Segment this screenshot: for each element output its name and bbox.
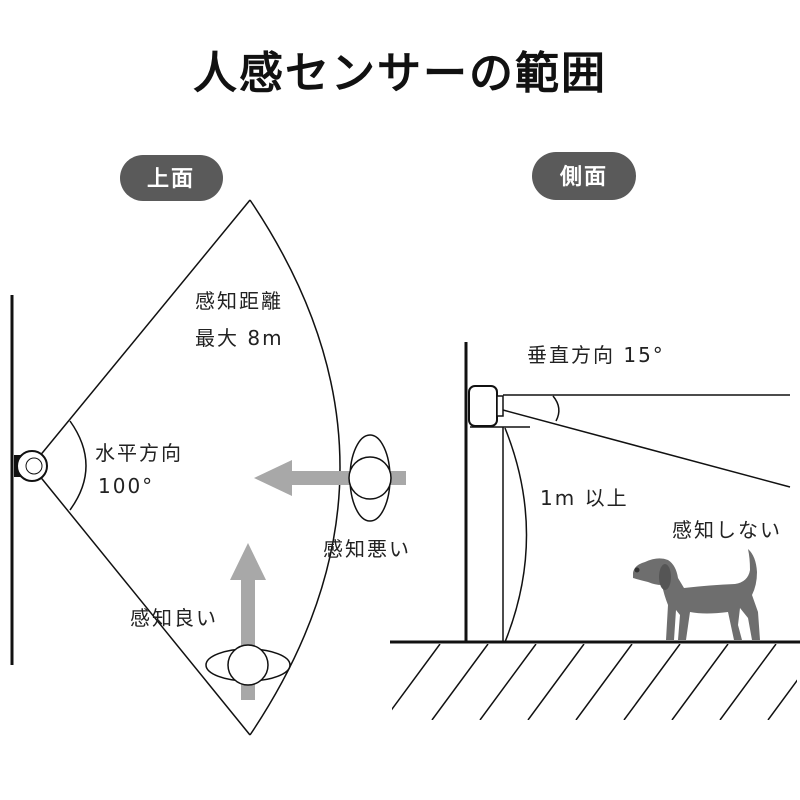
- side-sensor-lens-icon: [496, 395, 504, 417]
- side-view-badge: [532, 152, 636, 200]
- good-detection-label: 感知良い: [130, 606, 218, 630]
- lateral-arrow-head-icon: [254, 460, 292, 496]
- horizontal-direction-label: 水平方向: [95, 441, 183, 465]
- hatch-line: [671, 644, 729, 720]
- top-view-badge: [120, 155, 223, 201]
- hatch-line: [479, 644, 537, 720]
- horizontal-angle-arc: [69, 420, 87, 511]
- person-lateral-head-icon: [348, 456, 392, 500]
- top-view: 上面 感知距離 最大 8m 水平方向 100° 感知悪い 感知良い: [10, 155, 411, 736]
- fan-lower-edge: [33, 468, 251, 736]
- dog-icon: [633, 549, 760, 640]
- side-view: 側面 垂直方向 15° 1m 以上 感知しない: [390, 152, 800, 720]
- vertical-angle-arc: [552, 395, 560, 422]
- hatch-line: [392, 644, 441, 711]
- fan-upper-edge: [33, 199, 251, 464]
- hatch-line: [767, 679, 797, 720]
- sensor-lens-icon: [25, 457, 43, 475]
- hatch-line: [431, 644, 489, 720]
- person-approach-head-icon: [227, 644, 269, 686]
- beam-lower-edge: [502, 409, 791, 488]
- ground-hatching: [392, 644, 797, 720]
- height-bracket-arc: [504, 427, 528, 643]
- hatch-line: [623, 644, 681, 720]
- distance-value: 最大 8m: [195, 326, 284, 350]
- page-title: 人感センサーの範囲: [193, 48, 607, 99]
- approach-arrow-head-icon: [230, 543, 266, 580]
- fan-range-arc: [249, 199, 341, 736]
- hatch-line: [719, 644, 777, 720]
- dog-nose-icon: [634, 567, 640, 573]
- distance-label: 感知距離: [195, 289, 283, 313]
- side-view-badge-label: 側面: [559, 165, 608, 190]
- vertical-direction-label: 垂直方向 15°: [527, 343, 665, 367]
- horizontal-angle-value: 100°: [98, 474, 154, 498]
- hatch-line: [527, 644, 585, 720]
- height-label: 1m 以上: [540, 486, 629, 510]
- dog-ear-icon: [659, 564, 671, 590]
- hatch-line: [575, 644, 633, 720]
- bad-detection-label: 感知悪い: [323, 537, 411, 561]
- no-detection-label: 感知しない: [672, 518, 782, 542]
- top-view-badge-label: 上面: [147, 167, 195, 192]
- side-sensor-icon: [468, 385, 498, 427]
